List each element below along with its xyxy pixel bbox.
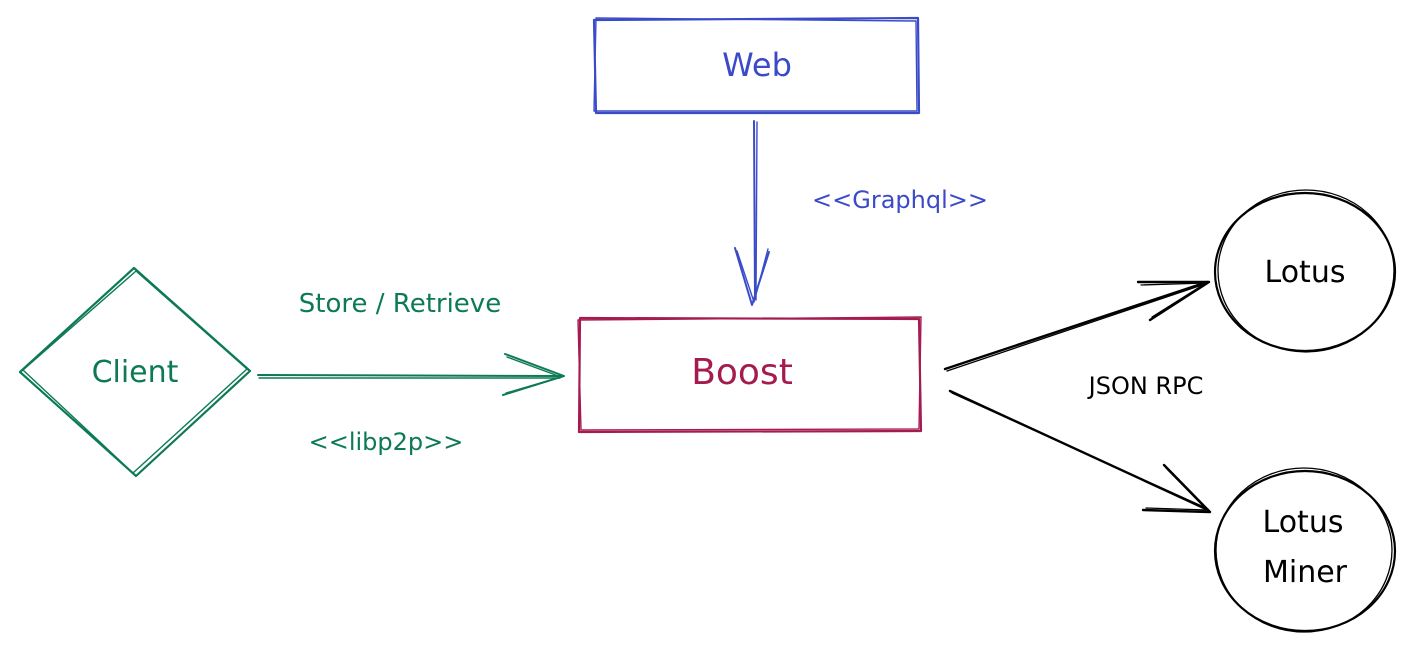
client-diamond-outline-2 xyxy=(22,270,248,474)
web-node[interactable]: Web xyxy=(592,16,921,115)
lotus-miner-label-line2: Miner xyxy=(1263,555,1348,590)
client-label: Client xyxy=(92,355,179,390)
web-label: Web xyxy=(722,46,792,84)
boost-lotus-miner-arrow xyxy=(948,389,1212,514)
json-rpc-label: JSON RPC xyxy=(1087,372,1204,400)
web-box-outline-2 xyxy=(593,17,918,112)
client-node[interactable]: Client xyxy=(18,266,252,478)
lotus-miner-label-line1: Lotus xyxy=(1263,505,1344,540)
graphql-label: <<Graphql>> xyxy=(812,186,988,214)
client-boost-arrow xyxy=(257,353,565,396)
boost-label: Boost xyxy=(691,352,793,393)
boost-box-outline-2 xyxy=(577,316,922,431)
lotus-miner-node[interactable]: Lotus Miner xyxy=(1213,467,1397,633)
libp2p-label: <<libp2p>> xyxy=(309,428,464,456)
lotus-circle xyxy=(1213,191,1397,353)
boost-lotus-arrow xyxy=(943,280,1211,372)
lotus-miner-circle xyxy=(1213,469,1397,633)
boost-node[interactable]: Boost xyxy=(577,316,923,434)
web-boost-arrow xyxy=(734,120,770,306)
store-retrieve-label: Store / Retrieve xyxy=(299,289,501,319)
lotus-circle-outline-2 xyxy=(1217,189,1395,353)
lotus-label: Lotus xyxy=(1265,255,1346,290)
web-box xyxy=(592,16,921,115)
lotus-node[interactable]: Lotus xyxy=(1213,189,1397,353)
lotus-miner-circle-outline-2 xyxy=(1215,467,1393,633)
